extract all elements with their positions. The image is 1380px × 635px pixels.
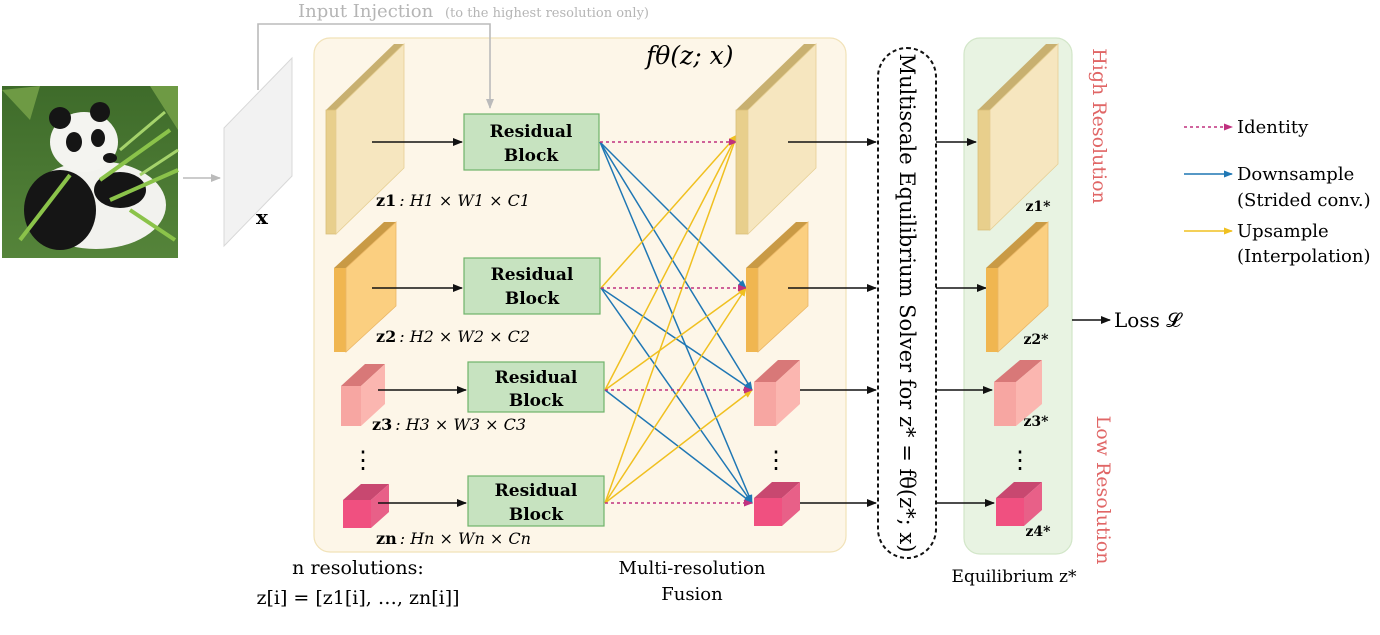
- input-x-label: x: [256, 205, 269, 229]
- svg-text:Residual: Residual: [491, 265, 574, 285]
- equilibrium-label: Equilibrium z*: [952, 567, 1077, 587]
- fused-map-3: [754, 360, 800, 426]
- svg-text:Block: Block: [509, 391, 565, 411]
- resolutions-label-line2: z[i] = [z1[i], …, zn[i]]: [256, 587, 459, 609]
- legend-downsample-sublabel: (Strided conv.): [1237, 190, 1371, 211]
- identity-connections: [600, 138, 753, 507]
- feature-map-z2: [334, 221, 397, 353]
- output-label-1: z1*: [1025, 199, 1051, 215]
- solver-label: Multiscale Equilibrium Solver for z* = f…: [895, 54, 919, 553]
- feature-map-z3: [341, 364, 385, 426]
- fusion-label-line1: Multi-resolution: [619, 558, 766, 579]
- svg-text:Residual: Residual: [495, 368, 578, 388]
- svg-text:Residual: Residual: [495, 481, 578, 501]
- panda-input-image: [2, 86, 179, 258]
- resolutions-label-line1: n resolutions:: [292, 557, 424, 579]
- output-label-4: z4*: [1025, 524, 1051, 540]
- svg-text:Block: Block: [504, 146, 560, 166]
- loss-label: Loss 𝓛: [1114, 308, 1183, 332]
- svg-text:Block: Block: [509, 505, 565, 525]
- legend: Identity Downsample (Strided conv.) Upsa…: [1184, 117, 1371, 267]
- residual-block-n: Residual Block: [467, 475, 605, 527]
- branch-label-z2: z2: H2 × W2 × C2: [376, 327, 530, 346]
- fused-map-2: [746, 221, 809, 353]
- fusion-label-line2: Fusion: [661, 584, 723, 605]
- branch-label-zn: zn: Hn × Wn × Cn: [376, 529, 531, 548]
- input-x-plane: [223, 56, 293, 248]
- vertical-dots-left: ⋮: [351, 446, 375, 474]
- vertical-dots-right: ⋮: [1008, 446, 1032, 474]
- function-label: fθ(z; x): [644, 41, 733, 70]
- equilibrium-map-2: [986, 221, 1049, 353]
- feature-map-z1: [325, 43, 405, 235]
- branch-label-z1: z1: H1 × W1 × C1: [376, 191, 530, 210]
- feature-map-zn: [343, 484, 389, 528]
- residual-block-1: Residual Block: [463, 113, 600, 171]
- residual-block-2: Residual Block: [463, 257, 601, 315]
- fused-map-1: [735, 43, 817, 235]
- low-resolution-label: Low Resolution: [1092, 416, 1114, 565]
- output-label-2: z2*: [1023, 332, 1049, 348]
- legend-upsample-label: Upsample: [1237, 221, 1329, 242]
- svg-text:Residual: Residual: [490, 122, 573, 142]
- upsample-connections: [600, 134, 753, 504]
- output-label-3: z3*: [1023, 414, 1049, 430]
- residual-block-3: Residual Block: [467, 361, 605, 413]
- legend-identity-label: Identity: [1237, 117, 1309, 138]
- branch-label-z3: z3: H3 × W3 × C3: [372, 415, 526, 434]
- legend-upsample-sublabel: (Interpolation): [1237, 246, 1371, 267]
- high-resolution-label: High Resolution: [1088, 48, 1110, 204]
- svg-text:Block: Block: [505, 289, 561, 309]
- fused-map-n: [754, 482, 800, 526]
- input-injection-label: Input Injection (to the highest resoluti…: [298, 1, 649, 22]
- legend-downsample-label: Downsample: [1237, 164, 1354, 185]
- input-injection-arrow: [257, 23, 494, 109]
- equilibrium-map-3: [994, 360, 1042, 426]
- equilibrium-map-1: [977, 43, 1059, 231]
- equilibrium-solver-box: [877, 47, 937, 559]
- vertical-dots-middle: ⋮: [764, 446, 788, 474]
- equilibrium-map-4: [996, 482, 1042, 526]
